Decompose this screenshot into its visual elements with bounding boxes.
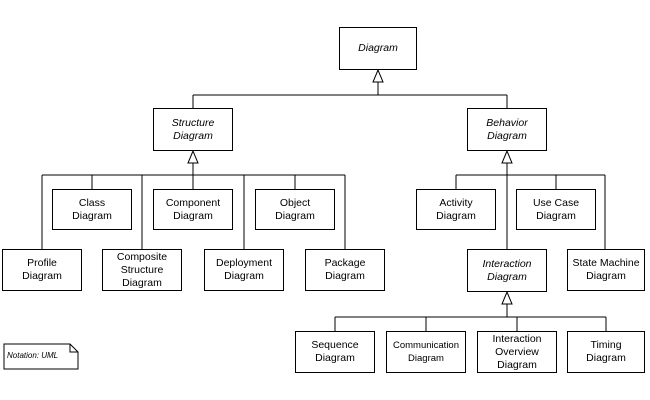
node-object-diagram: Object Diagram bbox=[255, 189, 335, 230]
generalization-arrow-structure bbox=[187, 149, 199, 164]
node-profile-diagram: Profile Diagram bbox=[2, 249, 82, 291]
notation-label: Notation: UML bbox=[7, 351, 59, 360]
node-package-diagram: Package Diagram bbox=[305, 249, 385, 291]
node-component-diagram: Component Diagram bbox=[153, 189, 233, 230]
node-class-diagram: Class Diagram bbox=[52, 189, 132, 230]
node-diagram: Diagram bbox=[339, 27, 417, 70]
node-sequence-diagram: Sequence Diagram bbox=[295, 331, 375, 373]
node-activity-diagram: Activity Diagram bbox=[416, 189, 496, 230]
node-use-case-diagram: Use Case Diagram bbox=[516, 189, 596, 230]
node-structure-diagram: Structure Diagram bbox=[153, 108, 233, 151]
node-deployment-diagram: Deployment Diagram bbox=[204, 249, 284, 291]
generalization-arrow-interaction bbox=[501, 290, 513, 305]
node-interaction-diagram: Interaction Diagram bbox=[467, 249, 547, 292]
generalization-arrow-diagram bbox=[372, 68, 384, 83]
note-shape bbox=[3, 343, 79, 370]
node-state-machine-diagram: State Machine Diagram bbox=[567, 249, 645, 291]
node-composite-structure-diagram: Composite Structure Diagram bbox=[102, 249, 182, 291]
node-behavior-diagram: Behavior Diagram bbox=[467, 108, 547, 151]
note-fold bbox=[69, 344, 78, 353]
node-communication-diagram: Communication Diagram bbox=[386, 331, 466, 373]
node-timing-diagram: Timing Diagram bbox=[567, 331, 645, 373]
generalization-arrow-behavior bbox=[501, 149, 513, 164]
node-interaction-overview-diagram: Interaction Overview Diagram bbox=[477, 331, 557, 373]
